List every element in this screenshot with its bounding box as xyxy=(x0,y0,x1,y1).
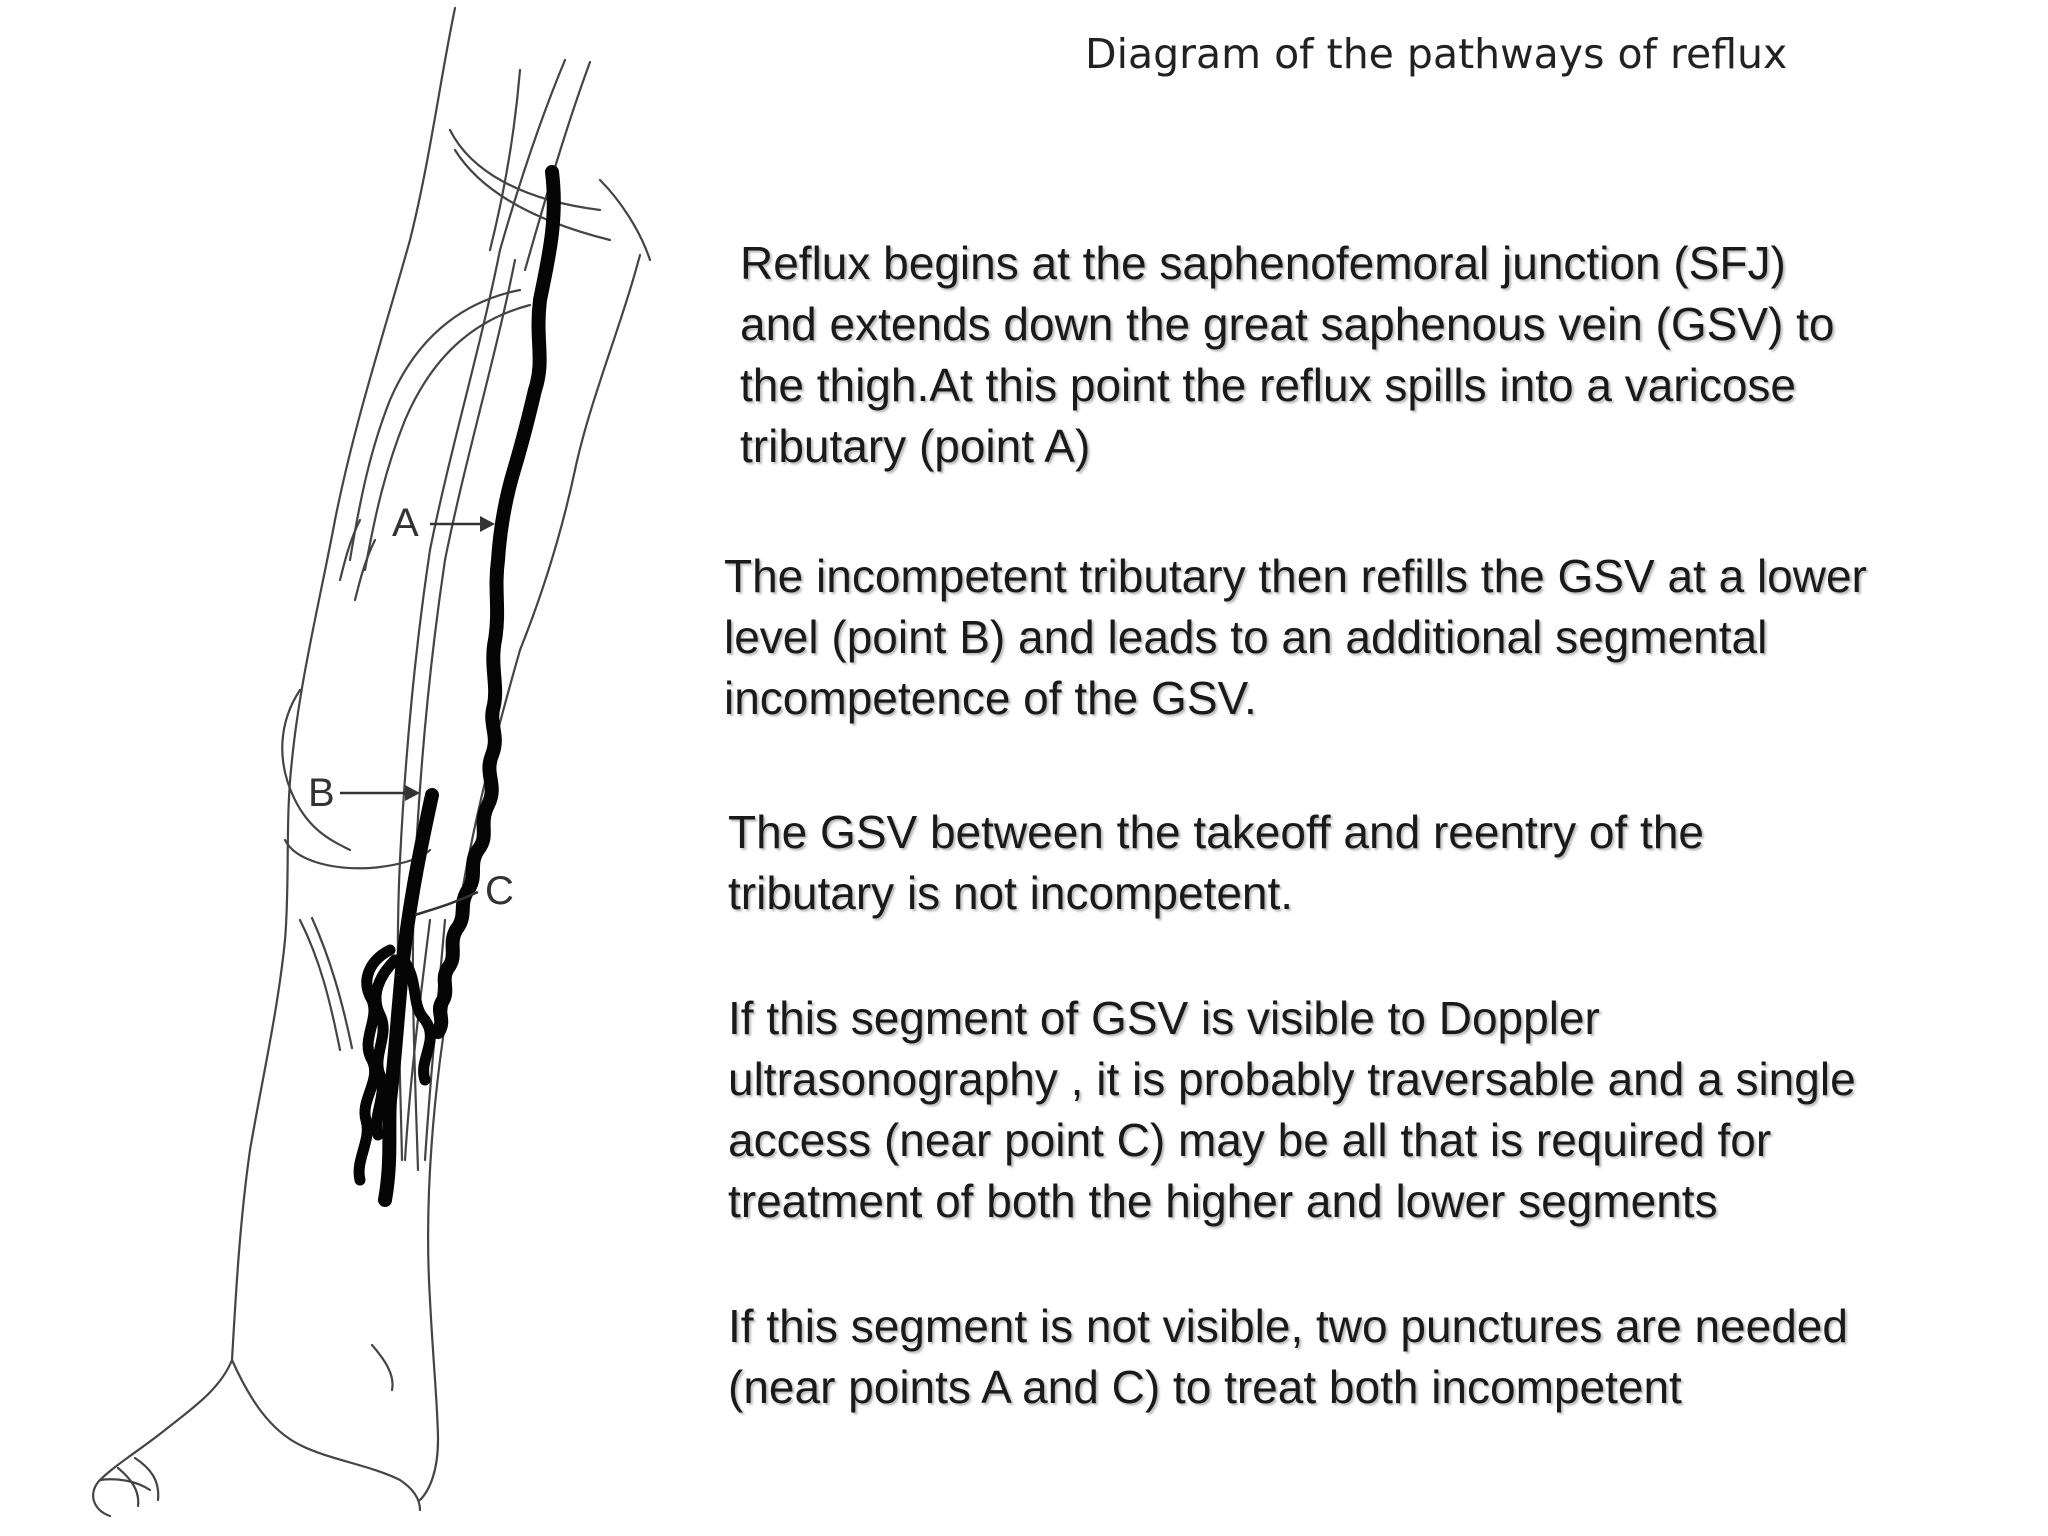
knee-outline xyxy=(281,688,352,852)
paragraph-gsv-segment: The GSV between the takeoff and reentry … xyxy=(728,806,1704,919)
reflux-path-branch-3 xyxy=(396,952,436,1086)
paragraph-doppler-visible: If this segment of GSV is visible to Dop… xyxy=(728,992,1856,1227)
reflux-path-lower xyxy=(378,788,439,1207)
leg-vein-illustration: A B C xyxy=(92,6,652,1518)
reflux-path-main xyxy=(431,165,561,1039)
reflux-path-branch-2 xyxy=(370,954,401,1141)
paragraph-tributary-refills: The incompetent tributary then refills t… xyxy=(724,550,1867,724)
label-c: C xyxy=(485,869,514,913)
slide-title: Diagram of the pathways of reflux xyxy=(1085,30,1788,78)
label-b: B xyxy=(308,771,335,815)
foot-outline xyxy=(230,1358,422,1512)
leg-outline-medial xyxy=(418,253,642,1502)
femoral-vessel xyxy=(498,58,567,252)
label-a: A xyxy=(392,501,419,545)
leg-outline-lateral xyxy=(92,6,457,1518)
reflux-path-branch-1 xyxy=(353,944,396,1186)
paragraph-not-visible: If this segment is not visible, two punc… xyxy=(728,1300,1848,1413)
paragraph-reflux-begins: Reflux begins at the saphenofemoral junc… xyxy=(740,237,1835,472)
